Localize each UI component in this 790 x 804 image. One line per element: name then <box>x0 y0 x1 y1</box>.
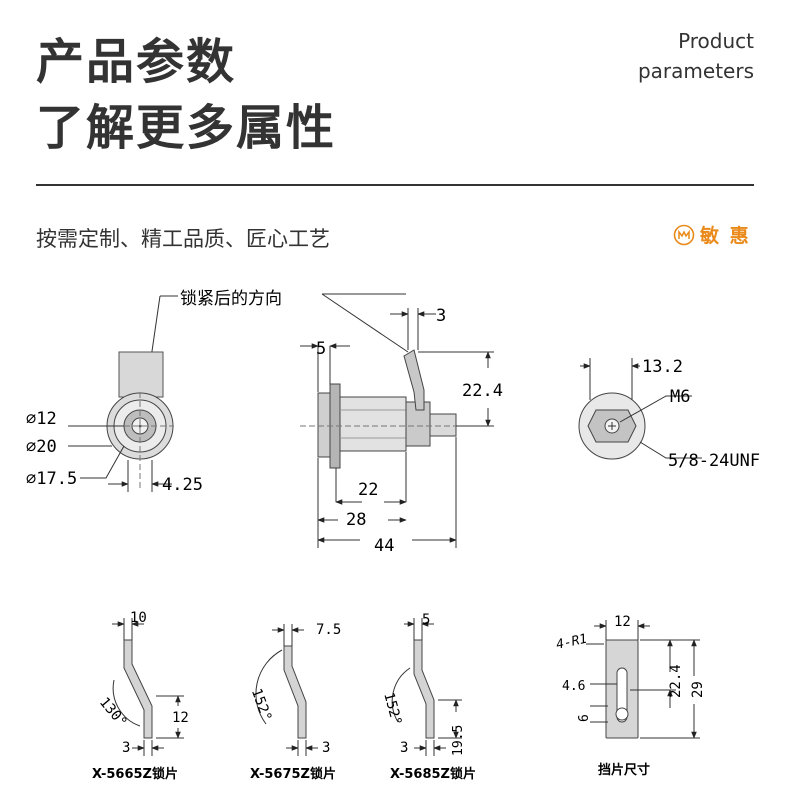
cam1-angle: 130° <box>96 694 130 730</box>
dim-3: 3 <box>436 306 446 326</box>
plate-top: 12 <box>614 614 631 630</box>
cam3-side: 19.5 <box>451 725 466 756</box>
rear-view-drawing <box>578 358 702 460</box>
cam-x5665z <box>112 618 184 756</box>
english-title-line2: parameters <box>637 59 754 83</box>
brand-mark-icon <box>673 224 695 245</box>
plate-hole: 6 <box>577 714 592 722</box>
cam3-angle: 152° <box>380 691 404 728</box>
dim-44: 44 <box>374 536 394 556</box>
cam2-bottom: 3 <box>322 740 330 756</box>
thread-unf: 5/8-24UNF <box>668 451 760 471</box>
page-title-line1: 产品参数 <box>36 34 237 90</box>
english-title-line1: Product <box>678 29 754 53</box>
brand-name: 敏 惠 <box>700 225 751 247</box>
plate-h224: 22.4 <box>668 664 684 698</box>
lock-direction-label: 锁紧后的方向 <box>180 289 282 309</box>
cam-x5685z <box>391 618 462 756</box>
header-divider <box>36 184 754 186</box>
label-leader-side <box>321 293 409 353</box>
thread-m6: M6 <box>670 387 690 407</box>
dim-224: 22.4 <box>462 381 503 401</box>
cam-profile <box>403 349 425 411</box>
cam1-top: 10 <box>130 610 147 626</box>
dim-22: 22 <box>358 480 378 500</box>
side-view-drawing <box>300 293 494 548</box>
cam1-label: X-5665Z锁片 <box>92 766 178 782</box>
cam3-label: X-5685Z锁片 <box>390 766 476 782</box>
dim-d20: ⌀20 <box>26 437 57 457</box>
dim-425: 4.25 <box>162 475 203 495</box>
body <box>339 396 407 452</box>
brand-logo: 敏 惠 <box>673 221 751 248</box>
plate-label: 挡片尺寸 <box>598 762 650 778</box>
dim-5: 5 <box>316 339 326 359</box>
cam3-top: 5 <box>422 612 430 628</box>
cam-x5675z <box>255 624 318 756</box>
cam1-bottom: 3 <box>122 740 130 756</box>
dim-28: 28 <box>346 510 366 530</box>
leader-m6 <box>619 395 692 423</box>
cam1-side: 12 <box>172 710 189 726</box>
screw-end <box>429 413 457 437</box>
cam2-top: 7.5 <box>316 622 341 638</box>
subtitle: 按需定制、精工品质、匠心工艺 <box>36 227 330 251</box>
plate-h29: 29 <box>690 681 706 698</box>
cam-arm <box>118 351 164 398</box>
dim-132: 13.2 <box>642 357 683 377</box>
plate-slot: 4.6 <box>562 679 585 694</box>
dim-d175: ⌀17.5 <box>26 469 77 489</box>
page-title-line2: 了解更多属性 <box>36 100 337 156</box>
dim-d12: ⌀12 <box>26 409 57 429</box>
cam2-label: X-5675Z锁片 <box>250 766 336 782</box>
leader-unf <box>639 441 702 459</box>
cam3-bottom: 3 <box>400 740 408 756</box>
stop-plate-drawing <box>586 620 700 739</box>
front-view-drawing <box>68 295 178 492</box>
leader-175 <box>80 445 125 479</box>
cam2-angle: 152° <box>248 686 275 723</box>
plate-radius: 4-R1 <box>555 632 589 653</box>
